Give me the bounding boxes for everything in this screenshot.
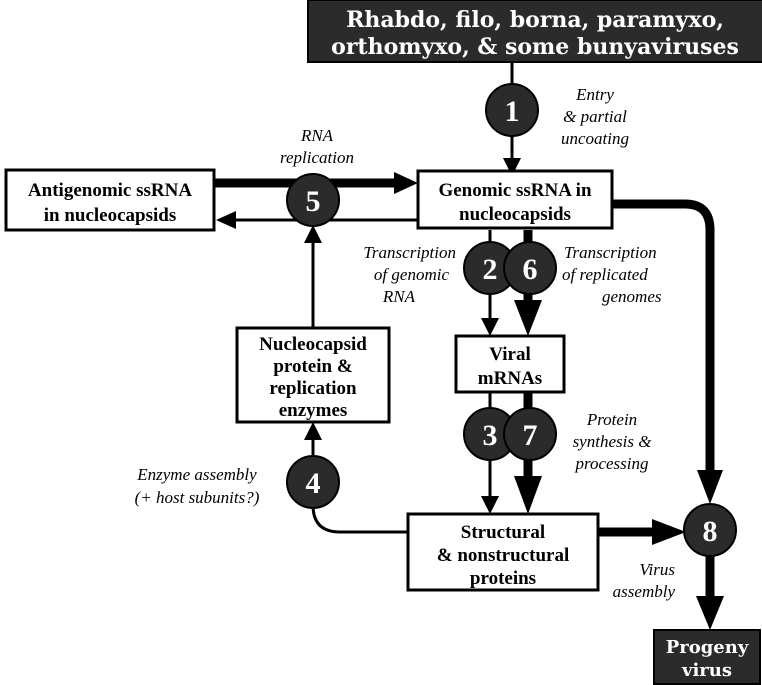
note-transcription-replicated-line-2: of replicated bbox=[562, 265, 648, 284]
step-5-label: 5 bbox=[306, 185, 321, 218]
source-box: Rhabdo, filo, borna, paramyxo, orthomyxo… bbox=[307, 0, 762, 63]
genomic-line-2: nucleocapsids bbox=[459, 204, 571, 225]
source-line-2: orthomyxo, & some bunyaviruses bbox=[331, 34, 739, 60]
note-entry-line-3: uncoating bbox=[561, 129, 629, 148]
step-8: 8 bbox=[683, 503, 737, 557]
note-virus-assembly-line-2: assembly bbox=[613, 582, 676, 601]
progeny-line-2: virus bbox=[681, 660, 732, 681]
arrowhead-translation-thin bbox=[481, 496, 499, 514]
note-virus-assembly-line-1: Virus bbox=[639, 560, 675, 579]
note-transcription-genomic-line-2: of genomic bbox=[374, 265, 450, 284]
structural-line-2: & nonstructural bbox=[437, 545, 569, 566]
nucleocapsid-protein-box: Nucleocapsid protein & replication enzym… bbox=[235, 326, 391, 424]
arrowhead-enzyme-assembly bbox=[304, 422, 322, 440]
genomic-line-1: Genomic ssRNA in bbox=[438, 180, 592, 201]
note-protein-synthesis-line-2: synthesis & bbox=[573, 432, 653, 451]
genomic-ssrna-box: Genomic ssRNA in nucleocapsids bbox=[416, 169, 614, 230]
structural-proteins-box: Structural & nonstructural proteins bbox=[406, 512, 600, 592]
nucleocapsid-line-1: Nucleocapsid bbox=[259, 334, 367, 355]
step-6-label: 6 bbox=[523, 253, 538, 286]
note-enzyme-assembly-line-2: (+ host subunits?) bbox=[135, 488, 260, 507]
structural-line-1: Structural bbox=[461, 522, 545, 543]
nucleocapsid-line-4: enzymes bbox=[279, 400, 348, 421]
step-1-label: 1 bbox=[505, 95, 520, 128]
note-protein-synthesis: Protein synthesis & processing bbox=[573, 410, 653, 473]
progeny-line-1: Progeny bbox=[666, 637, 749, 658]
step-1: 1 bbox=[485, 83, 539, 137]
note-transcription-genomic-line-1: Transcription bbox=[363, 243, 456, 262]
step-2-label: 2 bbox=[483, 253, 498, 286]
nucleocapsid-line-3: replication bbox=[269, 378, 357, 399]
note-transcription-genomic: Transcription of genomic RNA bbox=[363, 243, 456, 306]
note-rna-replication-line-2: replication bbox=[280, 148, 354, 167]
arrowhead-release bbox=[696, 596, 724, 630]
note-rna-replication: RNA replication bbox=[280, 126, 354, 167]
antigenomic-line-2: in nucleocapsids bbox=[44, 205, 177, 226]
note-enzyme-assembly-line-1: Enzyme assembly bbox=[136, 465, 257, 484]
nucleocapsid-line-2: protein & bbox=[273, 356, 352, 377]
step-7-label: 7 bbox=[523, 419, 538, 452]
arrowhead-entry bbox=[503, 158, 521, 176]
step-8-label: 8 bbox=[703, 515, 718, 548]
antigenomic-ssrna-box: Antigenomic ssRNA in nucleocapsids bbox=[4, 168, 216, 232]
arrowhead-transcription-replicated bbox=[514, 300, 542, 336]
mrnas-line-2: mRNAs bbox=[478, 368, 542, 389]
source-line-1: Rhabdo, filo, borna, paramyxo, bbox=[346, 7, 724, 33]
structural-line-3: proteins bbox=[470, 568, 536, 589]
step-4: 4 bbox=[286, 455, 340, 509]
step-6: 6 bbox=[503, 241, 557, 295]
arrow-genomes-to-assembly bbox=[612, 199, 715, 472]
antigenomic-line-1: Antigenomic ssRNA bbox=[28, 180, 192, 201]
arrowhead-proteins-to-assembly bbox=[652, 519, 686, 545]
arrowhead-replication-forward bbox=[394, 172, 418, 194]
arrowhead-to-replication bbox=[304, 225, 322, 243]
step-3-label: 3 bbox=[483, 419, 498, 452]
mrnas-line-1: Viral bbox=[489, 344, 531, 365]
viral-mrnas-box: Viral mRNAs bbox=[454, 334, 566, 394]
arrowhead-transcription-genomic bbox=[481, 318, 499, 336]
note-entry-line-1: Entry bbox=[575, 85, 614, 104]
step-7: 7 bbox=[503, 407, 557, 461]
step-3: 3 bbox=[463, 407, 517, 461]
note-protein-synthesis-line-3: processing bbox=[574, 454, 648, 473]
note-rna-replication-line-1: RNA bbox=[300, 126, 334, 145]
note-protein-synthesis-line-1: Protein bbox=[586, 410, 637, 429]
note-virus-assembly: Virus assembly bbox=[613, 560, 676, 601]
arrowhead-replication-back bbox=[216, 211, 236, 229]
progeny-virus-box: Progeny virus bbox=[653, 629, 761, 685]
note-transcription-replicated-line-3: genomes bbox=[602, 287, 662, 306]
note-transcription-replicated-line-1: Transcription bbox=[564, 243, 657, 262]
arrowhead-genomes-to-assembly bbox=[697, 470, 723, 504]
note-transcription-genomic-line-3: RNA bbox=[382, 287, 416, 306]
step-4-label: 4 bbox=[306, 467, 321, 500]
note-transcription-replicated: Transcription of replicated genomes bbox=[562, 243, 662, 306]
note-enzyme-assembly: Enzyme assembly (+ host subunits?) bbox=[135, 465, 260, 507]
note-entry-line-2: & partial bbox=[563, 107, 627, 126]
arrowhead-translation-thick bbox=[514, 476, 542, 514]
note-entry: Entry & partial uncoating bbox=[561, 85, 629, 148]
step-5: 5 bbox=[286, 173, 340, 227]
